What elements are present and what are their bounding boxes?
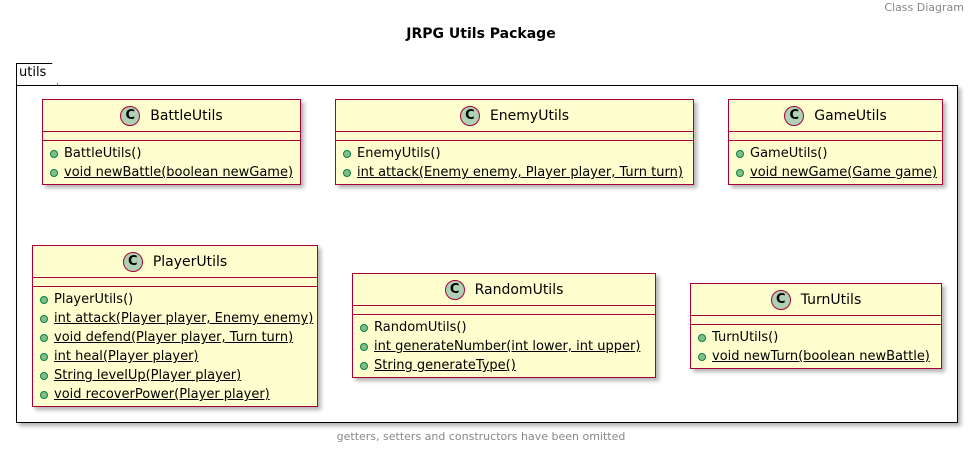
method-label: int attack(Enemy enemy, Player player, T…: [357, 165, 683, 180]
method: String generateType(): [360, 356, 655, 375]
public-method-icon: [343, 168, 351, 177]
class-icon: C: [770, 289, 791, 310]
class-battleutils[interactable]: C BattleUtils BattleUtils() void newBatt…: [42, 99, 301, 185]
class-attributes: [353, 306, 655, 315]
class-name: RandomUtils: [474, 281, 564, 298]
class-attributes: [691, 316, 941, 325]
class-header: C RandomUtils: [353, 274, 655, 306]
public-method-icon: [40, 371, 48, 380]
class-attributes: [729, 132, 942, 141]
class-name: BattleUtils: [150, 107, 223, 124]
public-method-icon: [360, 323, 368, 332]
class-name: PlayerUtils: [152, 253, 228, 270]
public-method-icon: [698, 333, 706, 342]
method: PlayerUtils(): [40, 290, 317, 309]
class-header: C TurnUtils: [691, 284, 941, 316]
method-label: int attack(Player player, Enemy enemy): [54, 311, 314, 326]
class-methods: GameUtils() void newGame(Game game): [729, 141, 942, 186]
method-label: int generateNumber(int lower, int upper): [374, 339, 641, 354]
class-enemyutils[interactable]: C EnemyUtils EnemyUtils() int attack(Ene…: [335, 99, 694, 185]
method: void newGame(Game game): [736, 163, 942, 182]
class-methods: PlayerUtils() int attack(Player player, …: [33, 287, 317, 408]
public-method-icon: [736, 149, 744, 158]
method-label: TurnUtils(): [712, 330, 779, 345]
public-method-icon: [360, 361, 368, 370]
method: String levelUp(Player player): [40, 366, 317, 385]
method: int attack(Player player, Enemy enemy): [40, 309, 317, 328]
method: void newTurn(boolean newBattle): [698, 347, 941, 366]
method-label: String levelUp(Player player): [54, 368, 242, 383]
diagram-title: JRPG Utils Package: [406, 26, 556, 42]
class-header: C EnemyUtils: [336, 100, 693, 132]
class-header: C BattleUtils: [43, 100, 300, 132]
method: TurnUtils(): [698, 328, 941, 347]
method-label: void defend(Player player, Turn turn): [54, 330, 294, 345]
class-methods: RandomUtils() int generateNumber(int low…: [353, 315, 655, 379]
class-gameutils[interactable]: C GameUtils GameUtils() void newGame(Gam…: [728, 99, 943, 185]
class-icon: C: [120, 105, 141, 126]
public-method-icon: [40, 333, 48, 342]
method-label: EnemyUtils(): [357, 146, 441, 161]
package-name: utils: [19, 65, 47, 80]
method: EnemyUtils(): [343, 144, 693, 163]
public-method-icon: [40, 390, 48, 399]
method-label: int heal(Player player): [54, 349, 199, 364]
class-methods: TurnUtils() void newTurn(boolean newBatt…: [691, 325, 941, 370]
public-method-icon: [360, 342, 368, 351]
class-methods: EnemyUtils() int attack(Enemy enemy, Pla…: [336, 141, 693, 186]
class-randomutils[interactable]: C RandomUtils RandomUtils() int generate…: [352, 273, 656, 378]
method-label: void recoverPower(Player player): [54, 387, 270, 402]
class-header: C GameUtils: [729, 100, 942, 132]
method: void newBattle(boolean newGame): [50, 163, 300, 182]
class-playerutils[interactable]: C PlayerUtils PlayerUtils() int attack(P…: [32, 245, 318, 407]
method-label: RandomUtils(): [374, 320, 467, 335]
method: int heal(Player player): [40, 347, 317, 366]
class-turnutils[interactable]: C TurnUtils TurnUtils() void newTurn(boo…: [690, 283, 942, 369]
class-icon: C: [444, 279, 465, 300]
class-attributes: [33, 278, 317, 287]
public-method-icon: [50, 149, 58, 158]
public-method-icon: [343, 149, 351, 158]
diagram-type-label: Class Diagram: [884, 1, 964, 14]
class-name: GameUtils: [814, 107, 887, 124]
method: int generateNumber(int lower, int upper): [360, 337, 655, 356]
class-icon: C: [784, 105, 805, 126]
method: void defend(Player player, Turn turn): [40, 328, 317, 347]
method: int attack(Enemy enemy, Player player, T…: [343, 163, 693, 182]
method-label: BattleUtils(): [64, 146, 142, 161]
class-icon: C: [122, 251, 143, 272]
public-method-icon: [736, 168, 744, 177]
public-method-icon: [50, 168, 58, 177]
public-method-icon: [40, 314, 48, 323]
public-method-icon: [40, 295, 48, 304]
class-icon: C: [459, 105, 480, 126]
class-name: TurnUtils: [800, 291, 862, 308]
method-label: void newGame(Game game): [750, 165, 938, 180]
method-label: void newTurn(boolean newBattle): [712, 349, 930, 364]
method: void recoverPower(Player player): [40, 385, 317, 404]
method: RandomUtils(): [360, 318, 655, 337]
class-attributes: [336, 132, 693, 141]
method-label: void newBattle(boolean newGame): [64, 165, 294, 180]
class-name: EnemyUtils: [489, 107, 570, 124]
diagram-footer-note: getters, setters and constructors have b…: [336, 430, 626, 443]
method-label: String generateType(): [374, 358, 516, 373]
class-methods: BattleUtils() void newBattle(boolean new…: [43, 141, 300, 186]
method: GameUtils(): [736, 144, 942, 163]
class-attributes: [43, 132, 300, 141]
public-method-icon: [40, 352, 48, 361]
class-header: C PlayerUtils: [33, 246, 317, 278]
method: BattleUtils(): [50, 144, 300, 163]
method-label: PlayerUtils(): [54, 292, 134, 307]
method-label: GameUtils(): [750, 146, 828, 161]
public-method-icon: [698, 352, 706, 361]
